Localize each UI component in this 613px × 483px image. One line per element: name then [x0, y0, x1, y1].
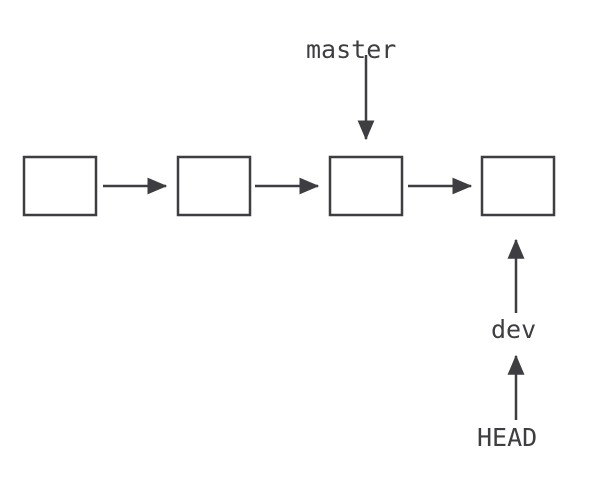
- commit-node-4[interactable]: [480, 155, 556, 217]
- dev-branch-label: dev: [491, 315, 536, 344]
- commit-node-2[interactable]: [176, 155, 252, 217]
- commit-node-3[interactable]: [328, 155, 404, 217]
- dev-branch-ref: dev: [491, 238, 536, 344]
- head-ref: HEAD: [477, 354, 537, 452]
- commit-node-1[interactable]: [22, 155, 98, 217]
- master-branch-label: master: [306, 35, 396, 64]
- head-label: HEAD: [477, 423, 537, 452]
- master-branch-ref: master: [306, 35, 396, 141]
- commit-chain: [22, 155, 556, 217]
